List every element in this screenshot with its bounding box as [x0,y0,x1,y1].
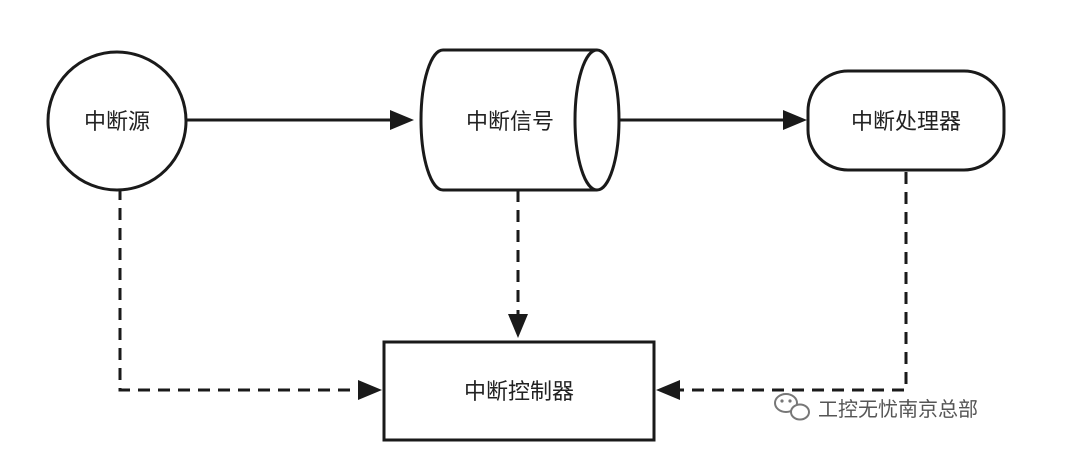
edge-source-to-controller [118,188,382,400]
edge-signal-to-processor [619,110,807,130]
arrowhead-left-icon [656,380,680,400]
watermark-text: 工控无忧南京总部 [818,397,978,421]
node-interrupt-controller: 中断控制器 [382,340,656,442]
node-interrupt-processor: 中断处理器 [806,69,1006,172]
edge-processor-to-controller [656,172,908,400]
edge-source-to-signal [187,110,414,130]
wechat-icon [774,393,810,421]
arrowhead-down-icon [508,314,528,338]
arrowhead-right-icon [390,110,414,130]
arrowhead-right-icon [358,380,382,400]
watermark: 工控无忧南京总部 [774,393,978,421]
node-label: 中断信号 [466,110,554,135]
node-interrupt-source: 中断源 [46,50,188,192]
node-interrupt-signal: 中断信号 [419,48,621,192]
node-label: 中断处理器 [851,110,961,135]
arrowhead-right-icon [783,110,807,130]
edge-signal-to-controller [508,190,528,338]
node-label: 中断源 [84,110,150,135]
node-label: 中断控制器 [464,380,574,405]
